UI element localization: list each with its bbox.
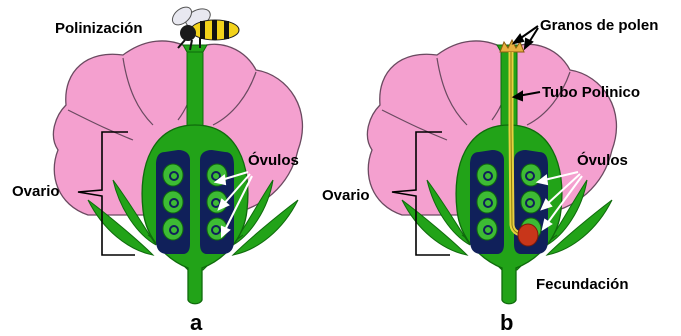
label-pollination: Polinización	[55, 20, 143, 37]
label-ovary-b: Ovario	[322, 187, 370, 204]
label-ovules-a: Óvulos	[248, 151, 299, 169]
flower-a	[53, 41, 302, 304]
fertilized-ovule	[518, 224, 538, 246]
flower-b	[367, 41, 616, 304]
label-ovules-b: Óvulos	[577, 151, 628, 169]
label-fertilization: Fecundación	[536, 276, 629, 293]
panel-letter-b: b	[500, 310, 513, 335]
label-pollen-tube: Tubo Polinico	[542, 84, 640, 101]
panel-letter-a: a	[190, 310, 203, 335]
bee-icon	[169, 4, 239, 50]
label-pollen-grains: Granos de polen	[540, 17, 658, 34]
label-ovary-a: Ovario	[12, 183, 60, 200]
